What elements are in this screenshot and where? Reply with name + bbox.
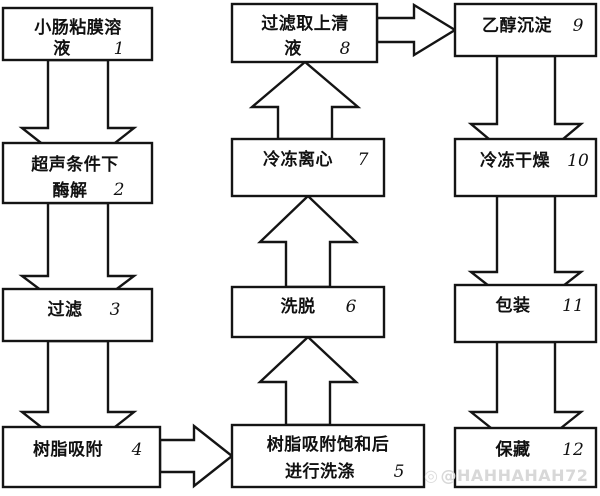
node-n5-line-1: 进行洗涤 [285,461,355,482]
edge-arrow-n8-n9 [375,2,458,58]
node-n6-number: 6 [346,297,357,317]
edge-arrow-n7-n8 [248,60,362,141]
node-n1-number: 1 [114,39,125,59]
node-n3[interactable]: 过滤 3 [1,287,154,343]
edge-arrow-n5-n6 [256,335,360,427]
node-n5-number: 5 [394,462,405,482]
edges-layer [18,2,585,489]
node-n10[interactable]: 冷冻干燥 10 [453,137,598,198]
node-n2-line-0: 超声条件下 [31,154,119,175]
node-n10-number: 10 [567,151,589,171]
node-n7-box[interactable] [230,137,386,198]
node-n8[interactable]: 过滤取上清 液 8 [230,2,379,64]
node-n12-box[interactable] [453,426,598,489]
node-n12-line-0: 保藏 [495,439,531,460]
node-n5-box[interactable] [230,423,426,489]
node-n8-line-0: 过滤取上清 [261,13,349,34]
node-n2-line-1: 酶解 [53,180,88,201]
node-n2[interactable]: 超声条件下 酶解 2 [1,141,154,205]
node-n7-line-0: 冷冻离心 [263,149,333,170]
node-n6[interactable]: 洗脱 6 [230,285,386,339]
node-n1-line-0: 小肠粘膜溶 [34,17,122,38]
node-n6-box[interactable] [230,285,386,339]
node-n5[interactable]: 树脂吸附饱和后 进行洗涤 5 [230,423,426,489]
edge-arrow-n4-n5 [158,423,234,489]
node-n5-line-0: 树脂吸附饱和后 [267,434,390,455]
nodes-layer: 小肠粘膜溶 液 1 超声条件下 酶解 2 过滤 3 树脂吸附 4 [1,2,598,489]
node-n11-line-0: 包装 [496,295,531,316]
node-n10-line-0: 冷冻干燥 [480,150,550,171]
node-n7-number: 7 [358,150,369,170]
node-n12-number: 12 [562,440,584,460]
node-n11[interactable]: 包装 11 [453,283,598,344]
node-n1[interactable]: 小肠粘膜溶 液 1 [1,6,154,62]
node-n3-number: 3 [110,300,121,320]
node-n7[interactable]: 冷冻离心 7 [230,137,386,198]
node-n4-line-0: 树脂吸附 [33,439,103,460]
node-n11-number: 11 [562,296,584,316]
edge-arrow-n6-n7 [257,194,359,289]
node-n4-number: 4 [131,440,143,460]
node-n4-box[interactable] [1,425,162,489]
node-n1-box[interactable] [1,6,154,62]
node-n9[interactable]: 乙醇沉淀 9 [453,2,598,58]
node-n6-line-0: 洗脱 [281,296,316,317]
node-n4[interactable]: 树脂吸附 4 [1,425,162,489]
node-n8-number: 8 [340,39,351,59]
node-n2-box[interactable] [1,141,154,205]
node-n2-number: 2 [113,180,125,200]
node-n10-box[interactable] [453,137,598,198]
node-n8-line-1: 液 [284,38,302,59]
node-n9-box[interactable] [453,2,598,58]
node-n9-number: 9 [573,16,584,36]
node-n3-box[interactable] [1,287,154,343]
node-n3-line-0: 过滤 [48,299,83,320]
node-n12[interactable]: 保藏 12 [453,426,598,489]
node-n11-box[interactable] [453,283,598,344]
node-n9-line-0: 乙醇沉淀 [482,15,552,36]
node-n8-box[interactable] [230,2,379,64]
node-n1-line-1: 液 [53,38,71,59]
